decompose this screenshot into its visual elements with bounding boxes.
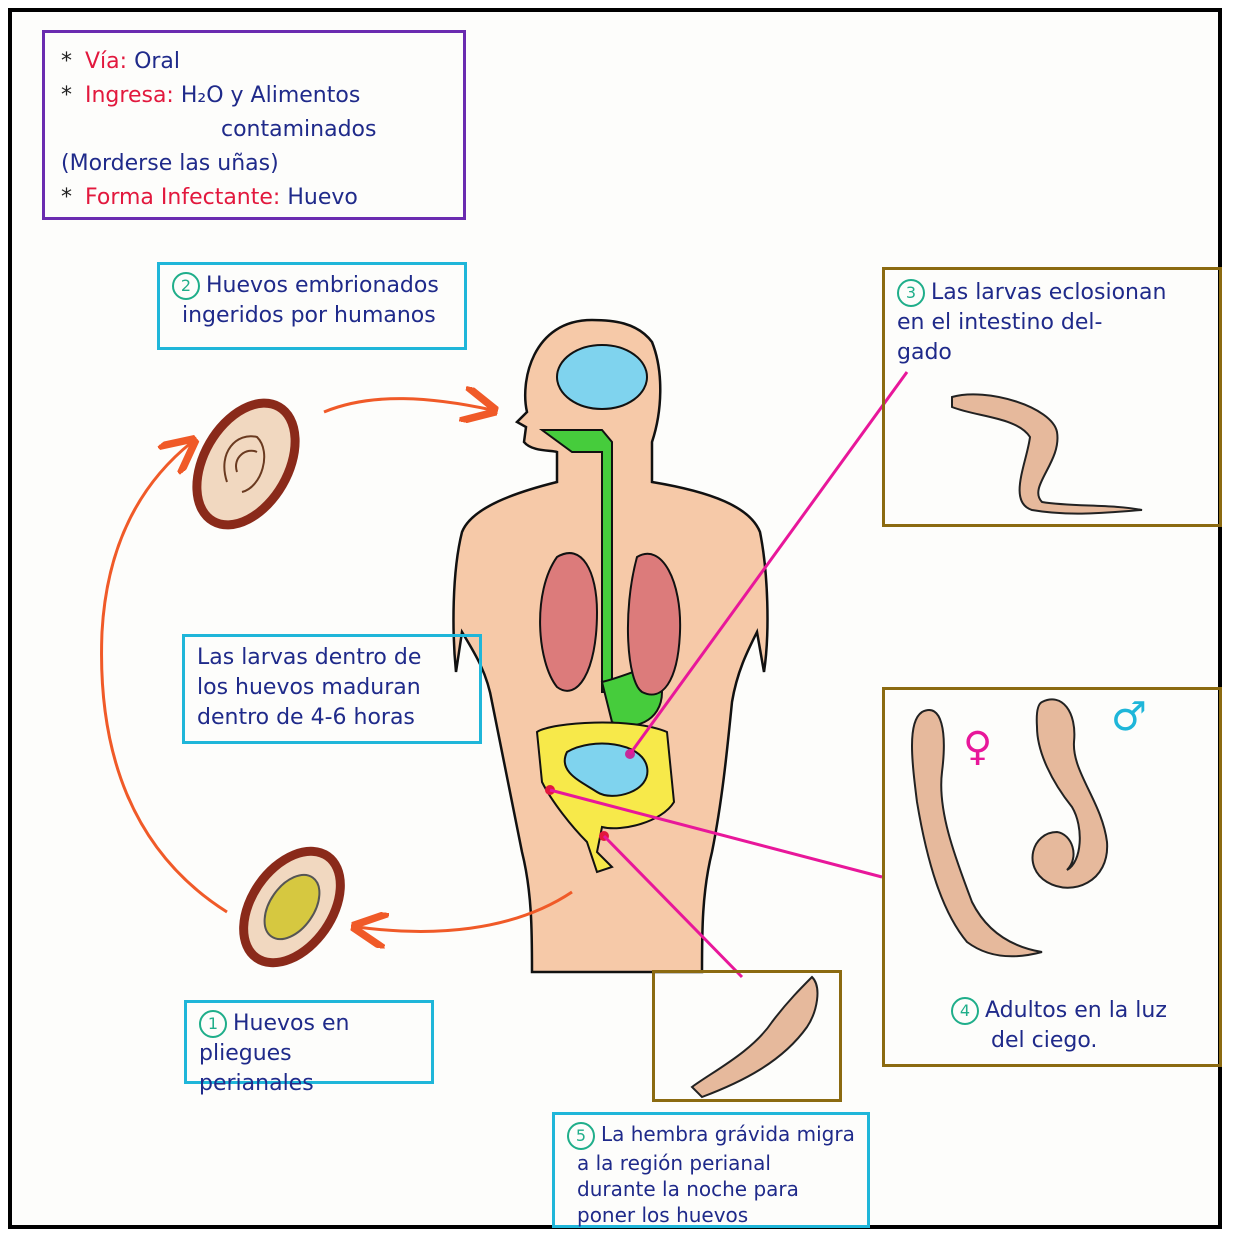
step-number-4: 4 <box>951 997 979 1025</box>
step-number-5: 5 <box>567 1122 595 1150</box>
human-body <box>454 320 768 972</box>
step-3-line-2: en el intestino del- <box>897 310 1102 335</box>
route-row: * Vía: Oral <box>61 45 447 79</box>
maturation-line-3: dentro de 4-6 horas <box>197 703 467 733</box>
step-2-line-2: ingeridos por humanos <box>172 303 436 328</box>
bullet-icon: * <box>61 49 72 74</box>
perianal-egg <box>224 833 361 980</box>
entry-value-continued: contaminados <box>61 113 447 147</box>
lung-left <box>540 553 597 691</box>
step-number-3: 3 <box>897 279 925 307</box>
bullet-icon: * <box>61 83 72 108</box>
step-number-1: 1 <box>199 1010 227 1038</box>
step-2-line-1: Huevos embrionados <box>206 273 439 298</box>
step-5-line-3: durante la noche para <box>567 1177 799 1201</box>
entry-note: (Morderse las uñas) <box>61 147 447 181</box>
step-5-line-4: poner los huevos <box>567 1203 748 1227</box>
bullet-icon: * <box>61 185 72 210</box>
brain <box>557 345 647 409</box>
step-number-2: 2 <box>172 272 200 300</box>
entry-row: * Ingresa: H₂O y Alimentos <box>61 79 447 113</box>
arrow-to-human <box>324 399 492 412</box>
step-5-line-2: a la región perianal <box>567 1151 771 1175</box>
transmission-info-box: * Vía: Oral * Ingresa: H₂O y Alimentos c… <box>42 30 466 220</box>
male-symbol-icon: ♂ <box>1111 702 1147 732</box>
entry-value: H₂O y Alimentos <box>181 83 360 108</box>
infective-row: * Forma Infectante: Huevo <box>61 181 447 215</box>
female-symbol-icon: ♀ <box>963 732 992 762</box>
maturation-note-box: Las larvas dentro de los huevos maduran … <box>182 634 482 744</box>
maturation-line-1: Las larvas dentro de <box>197 643 467 673</box>
step-5-image-frame <box>652 970 842 1102</box>
route-label: Vía: <box>85 49 127 74</box>
maturation-line-2: los huevos maduran <box>197 673 467 703</box>
step-4-line-2: del ciego. <box>951 1028 1097 1053</box>
step-5-line-1: La hembra grávida migra <box>601 1122 855 1146</box>
infective-value: Huevo <box>287 185 358 210</box>
entry-label: Ingresa: <box>85 83 174 108</box>
route-value: Oral <box>134 49 180 74</box>
step-1-line-2: perianales <box>199 1071 314 1096</box>
step-3-line-1: Las larvas eclosionan <box>931 280 1166 305</box>
diagram-page: * Vía: Oral * Ingresa: H₂O y Alimentos c… <box>8 8 1222 1229</box>
infective-label: Forma Infectante: <box>85 185 280 210</box>
embryonated-egg <box>177 386 316 542</box>
step-4-line-1: Adultos en la luz <box>985 998 1167 1023</box>
step-3-line-3: gado <box>897 340 952 365</box>
